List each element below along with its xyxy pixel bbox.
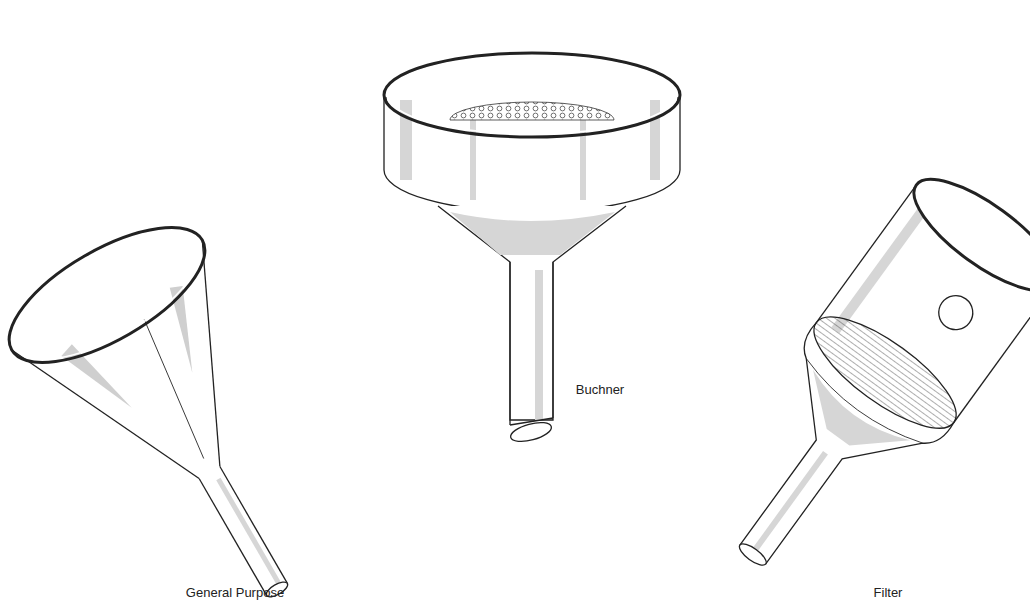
- buchner-funnel: [384, 53, 680, 445]
- funnel-label: General Purpose: [186, 585, 284, 600]
- general-purpose-funnel: [0, 201, 375, 616]
- funnel-label: Filter: [874, 585, 903, 600]
- filter-funnel: [680, 160, 1030, 609]
- funnel-label: Buchner: [576, 382, 624, 397]
